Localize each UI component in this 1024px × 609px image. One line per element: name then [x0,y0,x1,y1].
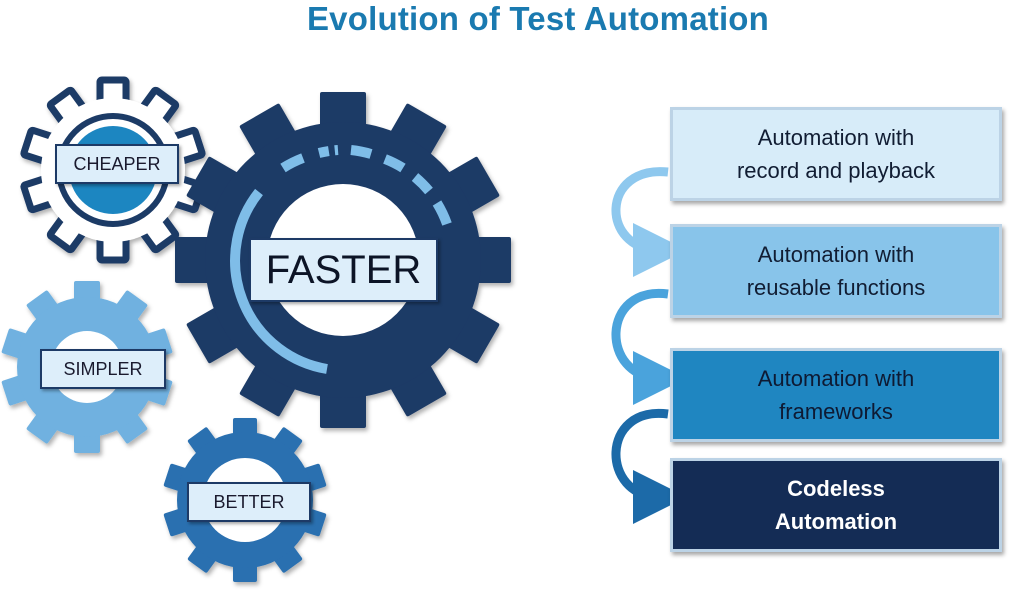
step-4-line2: Automation [774,509,898,534]
simpler-label: SIMPLER [40,349,166,389]
faster-label: FASTER [249,238,438,302]
gear-tooth [320,388,366,428]
page-title: Evolution of Test Automation [306,0,770,37]
gear-tooth [175,237,215,283]
step-2-line2: reusable functions [746,275,926,300]
step-reusable-functions: Automation with reusable functions [670,224,1002,318]
step-1-line2: record and playback [736,158,936,183]
gear-tooth [471,237,511,283]
step-1-line1: Automation with [757,125,915,150]
step-4-line1: Codeless [787,476,885,501]
better-label: BETTER [187,482,311,522]
step-3-line1: Automation with [757,366,915,391]
gear-tooth [320,92,366,132]
step-frameworks: Automation with frameworks [670,348,1002,442]
step-record-playback: Automation with record and playback [670,107,1002,201]
step-3-line2: frameworks [779,399,893,424]
cheaper-label: CHEAPER [55,144,179,184]
step-2-line1: Automation with [757,242,915,267]
speed-dashes [230,145,452,374]
